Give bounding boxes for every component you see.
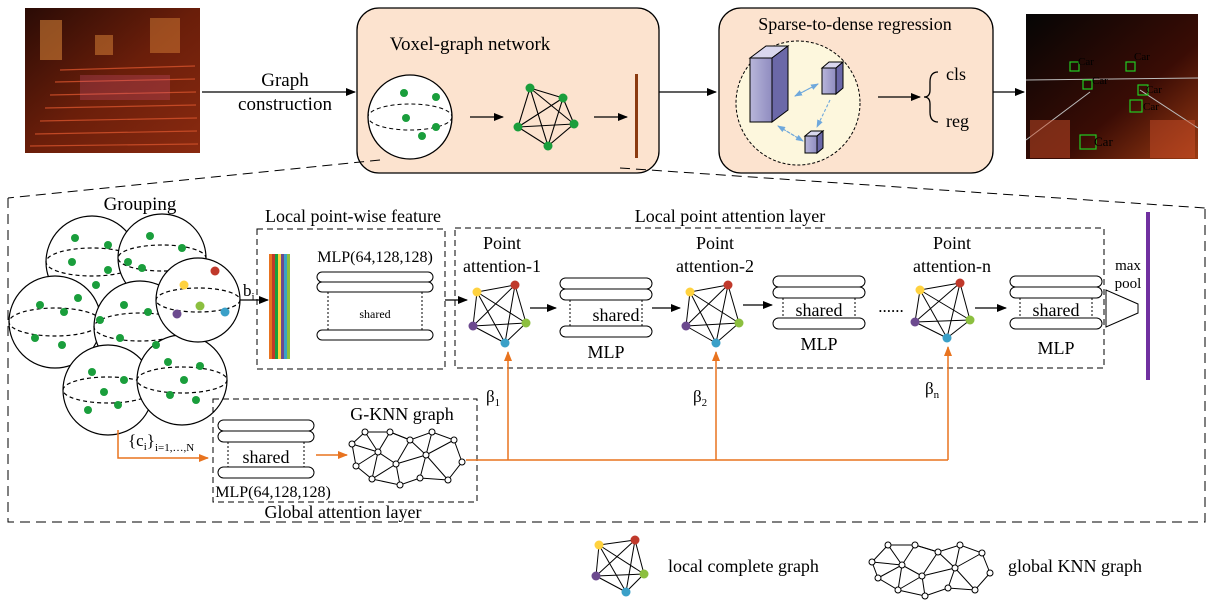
shared-label-0: shared xyxy=(359,307,390,321)
mlp-label-top: MLP(64,128,128) xyxy=(317,249,433,266)
car-label-2: Car xyxy=(1092,75,1108,87)
car-label-4: Car xyxy=(1146,84,1162,96)
sparse-to-dense-panel: Sparse-to-dense regression c xyxy=(718,7,994,174)
gknn-graph xyxy=(348,428,466,489)
pan-label-2: attention-n xyxy=(913,256,991,276)
pa1-label-2: attention-1 xyxy=(463,256,541,276)
shared-label-n: shared xyxy=(1033,300,1080,320)
max-pool-label-2: pool xyxy=(1115,276,1142,292)
graph-construction-label-2: construction xyxy=(238,94,332,115)
shared-label-global: shared xyxy=(243,447,290,467)
pa1-label-1: Point xyxy=(483,233,521,253)
mlp-block-2 xyxy=(772,275,866,330)
shared-label-2: shared xyxy=(796,300,843,320)
reg-label: reg xyxy=(946,111,969,131)
pa2-label-1: Point xyxy=(696,233,734,253)
local-attention-title: Local point attention layer xyxy=(635,206,825,226)
mlp-block-n xyxy=(1009,275,1103,330)
bi-label: bi xyxy=(243,281,255,303)
sparse-box-2 xyxy=(803,129,825,155)
voxel-complete-graph xyxy=(513,83,579,151)
legend-local-label: local complete graph xyxy=(668,556,819,576)
mlp-block-1 xyxy=(559,277,653,338)
global-feedback-arrows xyxy=(466,346,952,461)
local-point-attention-layer: Local point attention layer xyxy=(454,206,1105,369)
cls-label: cls xyxy=(946,64,966,84)
graph-construction-step: Graph construction xyxy=(202,70,356,115)
legend-local-complete-graph: local complete graph xyxy=(591,535,819,597)
car-label-3: Car xyxy=(1134,51,1150,63)
global-attention-title: Global attention layer xyxy=(265,502,422,522)
legend-global-label: global KNN graph xyxy=(1008,556,1142,576)
gknn-title: G-KNN graph xyxy=(350,404,453,424)
sparse-box-1 xyxy=(820,60,845,96)
mlp-label-global: MLP(64,128,128) xyxy=(215,484,331,501)
dense-box xyxy=(748,45,790,123)
mlp-block-global xyxy=(217,419,315,479)
voxel-graph-title: Voxel-graph network xyxy=(390,34,551,55)
local-pointwise-title: Local point-wise feature xyxy=(265,206,441,226)
graph-construction-label-1: Graph xyxy=(261,70,309,91)
pa2-label-2: attention-2 xyxy=(676,256,754,276)
car-label-5: Car xyxy=(1143,101,1159,113)
beta-1-label: β1 xyxy=(486,387,500,409)
group-sphere-selected xyxy=(155,257,241,343)
output-feature-bar xyxy=(1146,212,1150,380)
ci-label: {ci}i=1,…,N xyxy=(128,431,194,454)
legend-global-knn-graph xyxy=(868,541,994,600)
sparse-to-dense-title: Sparse-to-dense regression xyxy=(758,14,951,34)
beta-n-label: βn xyxy=(925,379,940,401)
pan-label-1: Point xyxy=(933,233,971,253)
car-label-1: Car xyxy=(1078,56,1094,68)
mlp-block-0 xyxy=(316,271,434,341)
detail-panel xyxy=(7,198,1206,523)
feature-stripes xyxy=(269,254,290,359)
shared-label-1: shared xyxy=(593,305,640,325)
voxel-graph-network-panel: Voxel-graph network xyxy=(356,7,660,174)
point-attention-graph-2 xyxy=(681,280,744,348)
grouping-spheres xyxy=(8,213,241,436)
voxel-sphere xyxy=(367,74,453,160)
max-pool-label-1: max xyxy=(1115,258,1141,274)
input-point-cloud-image xyxy=(25,8,200,153)
beta-2-label: β2 xyxy=(693,387,707,409)
point-attention-graph-1 xyxy=(468,280,531,348)
global-attention-layer: Global attention layer xyxy=(212,398,478,522)
voxel-feature-bar xyxy=(635,74,638,158)
point-attention-graph-n xyxy=(910,278,975,343)
mlp-label-2: MLP xyxy=(800,334,837,354)
output-detection-image: Car Car Car Car Car Car xyxy=(1025,14,1199,159)
car-label-6: Car xyxy=(1094,134,1113,149)
grouping-title: Grouping xyxy=(104,194,177,215)
max-pool-funnel xyxy=(1105,289,1139,328)
mlp-label-1: MLP xyxy=(587,342,624,362)
mlp-label-n: MLP xyxy=(1037,338,1074,358)
local-pointwise-feature-box: Local point-wise feature MLP(64,128,128)… xyxy=(256,206,446,370)
ellipsis-dots: ...... xyxy=(878,297,904,316)
